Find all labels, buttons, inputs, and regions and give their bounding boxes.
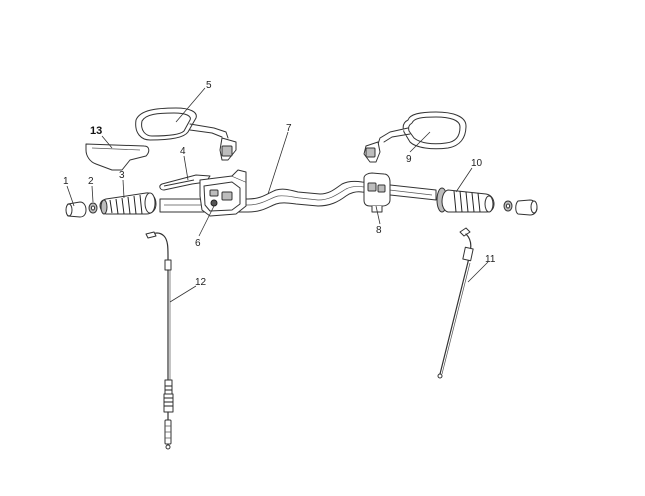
right-bar-end-weight [515, 199, 538, 216]
left-bar-end-washer [88, 202, 98, 214]
left-mirror [135, 107, 237, 161]
callout-10: 10 [471, 158, 483, 169]
callout-4: 4 [180, 146, 186, 157]
callout-6: 6 [195, 238, 201, 249]
callout-12: 12 [195, 277, 207, 288]
callout-8: 8 [376, 225, 382, 236]
callout-5: 5 [206, 80, 212, 91]
callout-13: 13 [90, 125, 102, 137]
callout-11: 11 [485, 254, 496, 265]
throttle-cable [437, 227, 474, 379]
left-switch-housing [199, 169, 247, 217]
clutch-cable [145, 231, 174, 450]
right-mirror [363, 111, 467, 163]
callout-1: 1 [63, 176, 69, 187]
hand-guard [85, 143, 150, 171]
callout-7: 7 [286, 123, 292, 134]
callout-9: 9 [406, 154, 412, 165]
right-switch-housing [363, 172, 391, 213]
right-bar-end-washer [503, 200, 513, 212]
callout-labels: 1 2 3 4 5 6 7 8 9 10 11 12 13 [63, 80, 496, 288]
callout-3: 3 [119, 170, 125, 181]
left-grip [99, 192, 157, 215]
right-throttle-grip [436, 187, 495, 213]
left-bar-end-weight [65, 201, 87, 218]
leader-lines [66, 87, 489, 303]
callout-2: 2 [88, 176, 94, 187]
